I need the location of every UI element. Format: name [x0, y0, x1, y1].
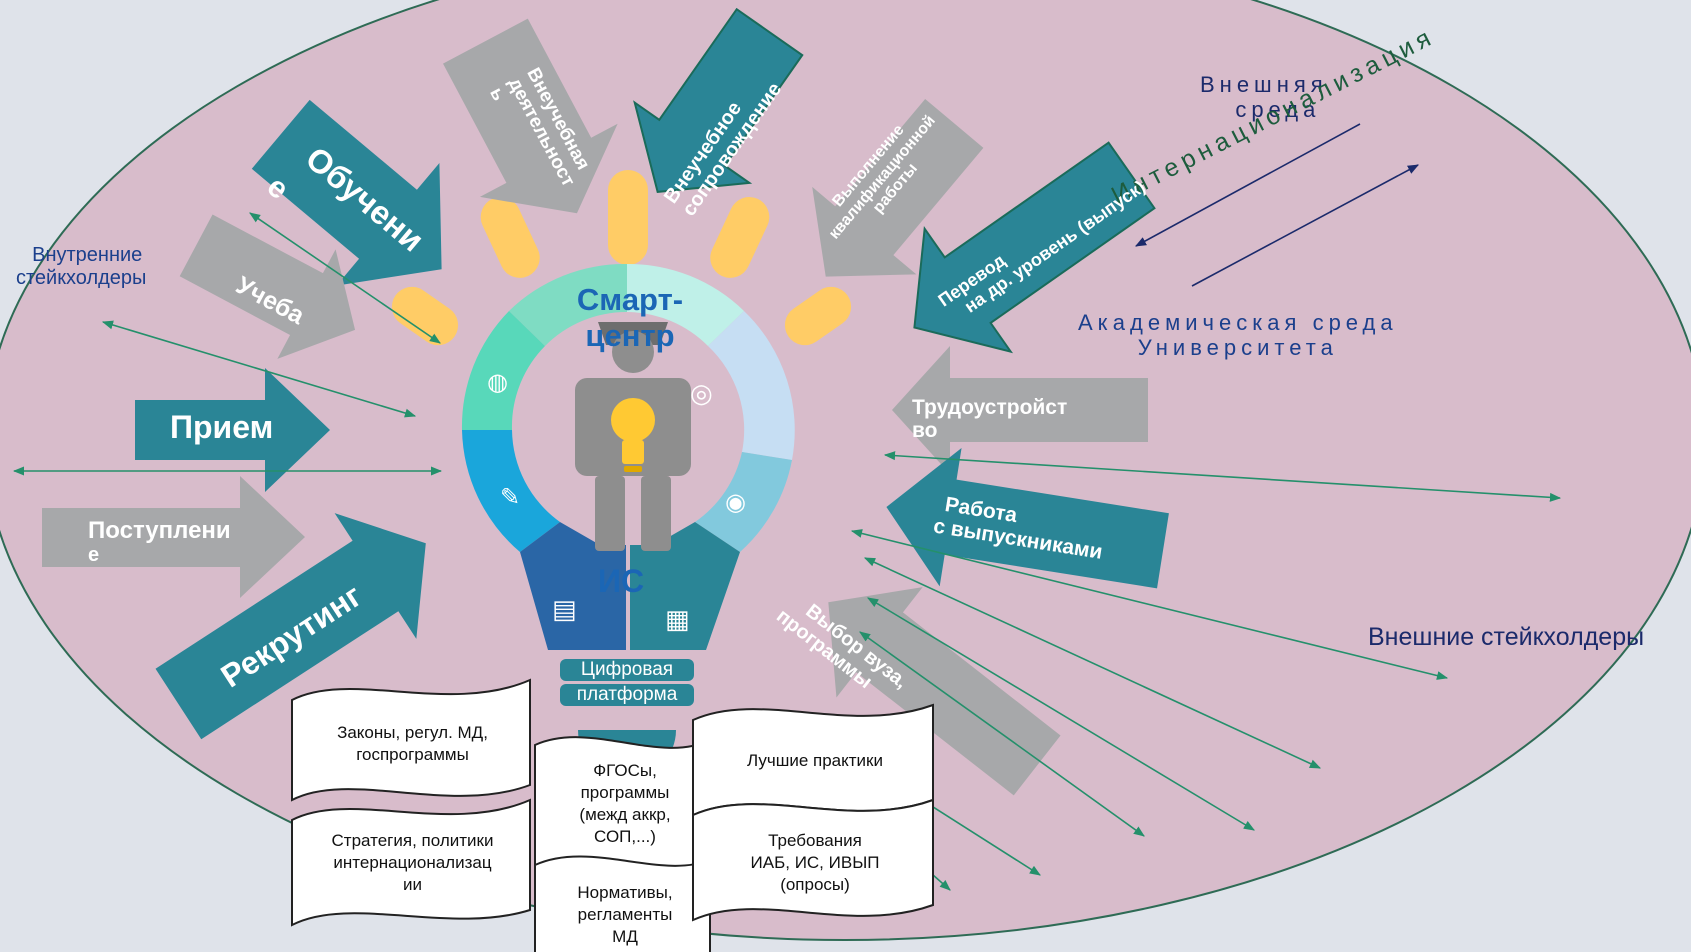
arrow-trudo-label: Трудоустройст во [912, 396, 1068, 443]
doc-strategy: Стратегия, политики интернационализац ии [331, 831, 494, 895]
svg-text:▤: ▤ [552, 595, 577, 625]
arrow-rekruting [155, 513, 426, 740]
doc-norms: Нормативы, регламенты МД [577, 883, 673, 947]
internal-stakeholders-label: Внутренние стейкхолдеры [16, 244, 147, 289]
lightbulb-icon [611, 398, 655, 472]
is-label: ИС [598, 563, 645, 599]
arrow-priem-label: Прием [170, 409, 274, 445]
doc-requirements: Требования ИАБ, ИС, ИВЫП (опросы) [750, 831, 880, 895]
svg-text:▦: ▦ [665, 605, 690, 635]
external-env-arrows [1135, 123, 1419, 287]
document-scrolls [291, 678, 934, 952]
arrow-vkr [812, 98, 984, 277]
digital-platform-label: Цифровая платформа [560, 659, 694, 706]
svg-text:✎: ✎ [500, 483, 520, 511]
smart-center-title: Смарт- центр [576, 282, 684, 353]
academic-environment-label: Академическая среда Университета [1078, 310, 1398, 361]
svg-text:◉: ◉ [725, 488, 746, 516]
arrow-postuplenie [42, 476, 305, 598]
svg-text:◎: ◎ [690, 379, 713, 409]
doc-laws: Законы, регул. МД, госпрограммы [337, 723, 488, 765]
arrow-postuplenie-label: Поступлени е [88, 517, 231, 567]
arrow-trudo [892, 346, 1148, 474]
doc-best-practices: Лучшие практики [747, 751, 883, 770]
external-environment-label: Внешняя среда [1200, 72, 1328, 123]
doc-fgos: ФГОСы, программы (межд аккр, СОП,...) [579, 761, 671, 847]
arrow-perevod [913, 141, 1156, 354]
arrow-soprovozhdenie [633, 7, 804, 193]
svg-text:◍: ◍ [487, 368, 508, 396]
arrow-vneuchebnaya [443, 18, 618, 214]
external-stakeholders-label: Внешние стейкхолдеры [1368, 623, 1645, 651]
